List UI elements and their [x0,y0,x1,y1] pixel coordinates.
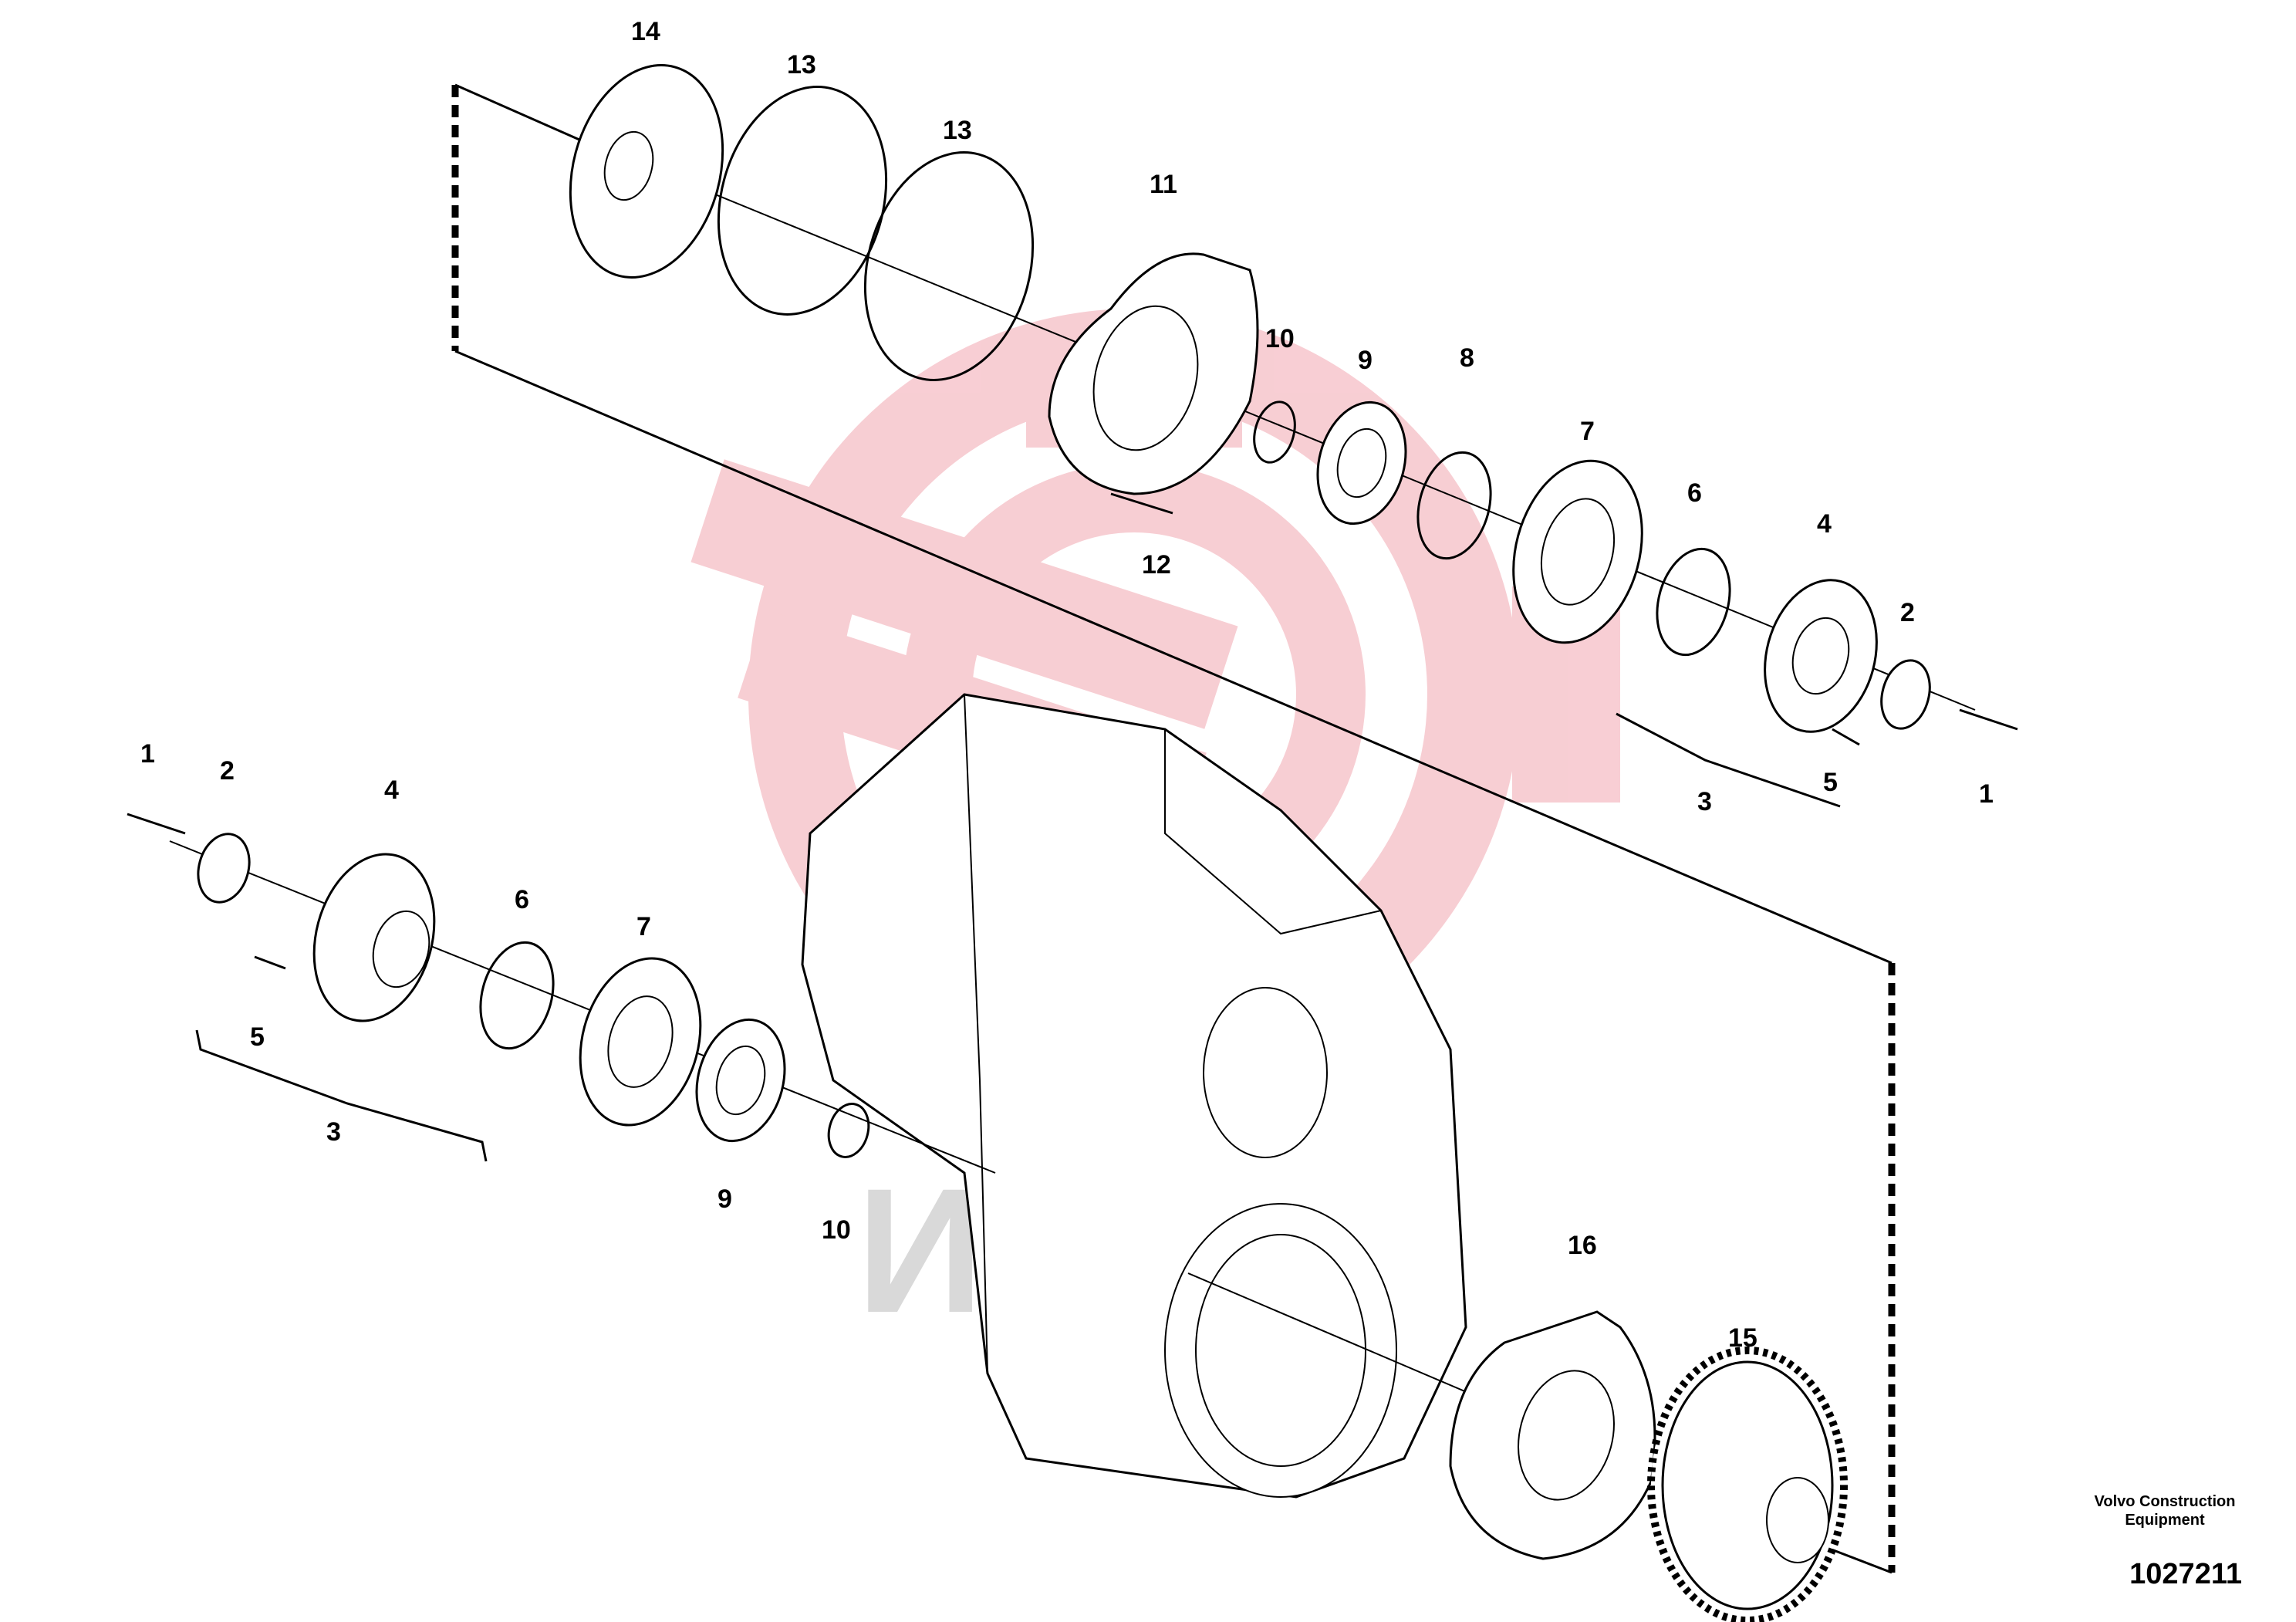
lower-axis-line [169,840,996,1174]
part-10-ring-upper [1253,400,1296,464]
callout-5a: 5 [1823,768,1838,797]
part-9-bearing-lower [695,1018,786,1143]
callout-6a: 6 [1687,478,1702,508]
part-13-oring-b [863,151,1035,381]
frame-diagonal-line [454,350,1893,965]
part-13-oring-a [717,86,888,316]
part-5-pin-lower [254,955,286,970]
callout-14: 14 [631,17,660,46]
callout-8: 8 [1460,343,1474,373]
callout-12: 12 [1142,550,1171,580]
transfer-housing [801,693,1467,1499]
callout-16: 16 [1568,1231,1597,1260]
part-15-gear [1647,1347,1848,1622]
upper-axis-line [616,154,1976,711]
part-2-washer-upper [1880,659,1931,730]
part-1-bolt-lower [127,813,186,835]
callout-1a: 1 [1979,779,1994,809]
callout-7b: 7 [636,912,651,941]
callout-4b: 4 [384,776,399,805]
callout-2a: 2 [1900,598,1915,627]
callout-5b: 5 [250,1022,265,1052]
part-11-cover [1048,252,1259,495]
callout-4a: 4 [1817,509,1832,539]
part-9-bearing-upper [1316,400,1407,525]
bracket-3-upper [1616,712,1841,808]
callout-15: 15 [1728,1323,1757,1353]
brand-caption: Volvo Construction Equipment [2065,1492,2265,1529]
part-5-pin-upper [1832,728,1860,746]
callout-7a: 7 [1580,417,1595,446]
callout-10a: 10 [1265,324,1295,353]
reference-number: 1027211 [2129,1558,2242,1590]
callout-9a: 9 [1358,346,1373,375]
part-6-ring-upper [1656,547,1731,657]
callout-13b: 13 [943,116,972,145]
part-7-seal-upper [1512,459,1643,644]
part-6-ring-lower [479,941,555,1050]
callout-13a: 13 [787,50,816,79]
callout-2b: 2 [220,756,235,786]
brand-company-line2: Equipment [2125,1512,2205,1529]
part-2-washer-lower [197,833,251,904]
part-14-plate [569,64,724,279]
callout-3a: 3 [1697,787,1712,816]
callout-11: 11 [1150,170,1177,199]
part-7-seal-lower [579,957,702,1127]
callout-6b: 6 [515,885,529,914]
part-16-plate [1449,1310,1656,1560]
part-1-bolt-upper [1959,708,2018,731]
bracket-3-lower [195,1029,488,1162]
part-4-flange-upper [1764,579,1878,733]
callout-10b: 10 [822,1215,851,1245]
callout-9b: 9 [718,1184,732,1214]
callout-3b: 3 [326,1117,341,1147]
part-10-ring-lower [827,1103,870,1158]
part-4-flange-lower [312,853,436,1022]
brand-company-line1: Volvo Construction [2094,1493,2236,1510]
frame-top-line [454,83,587,144]
callout-1b: 1 [140,739,155,769]
part-8-snap-ring [1416,451,1492,560]
part-12-screw [1110,492,1173,515]
